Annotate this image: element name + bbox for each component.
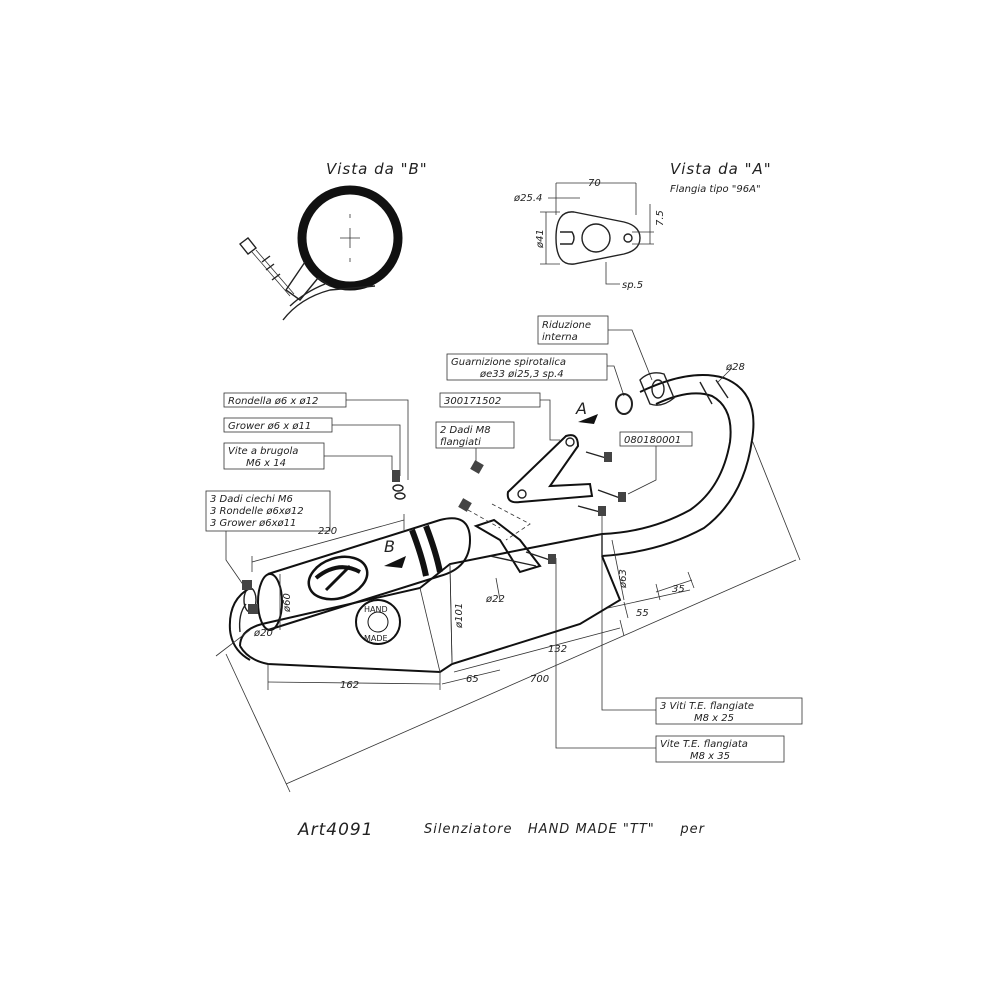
flange-dim-75: 7.5 [655, 210, 666, 226]
callout-vite-line1: Vite a brugola [228, 446, 298, 457]
dim-700: 700 [530, 674, 549, 685]
callout-guarnizione [446, 353, 608, 381]
dim-d20: ø20 [253, 628, 273, 639]
callout-ciechi-line2: 3 Rondelle ø6xø12 [210, 506, 304, 517]
flange-dim-41: ø41 [535, 229, 546, 249]
callout-dadi-line2: flangiati [440, 437, 481, 448]
dim-d63: ø63 [618, 569, 629, 589]
callout-guarnizione-line2: øe33 øi25,3 sp.4 [479, 369, 564, 380]
callout-dadi [435, 421, 515, 449]
callout-vite-te-line1: Vite T.E. flangiata [660, 739, 748, 750]
callout-vite-line2: M6 x 14 [246, 458, 286, 469]
callout-guarnizione-line1: Guarnizione spirotalica [451, 357, 566, 368]
badge-line1: HAND [364, 605, 388, 614]
view-a-title: Vista da "A" [670, 160, 772, 178]
view-a-group: Vista da "A" Flangia tipo "96A" 70 ø25.4… [513, 160, 772, 291]
callout-code-1-text: 300171502 [444, 396, 501, 407]
hand-made-badge [355, 599, 401, 645]
dim-d101: ø101 [454, 603, 465, 629]
callout-vite-te-line2: M8 x 35 [690, 751, 730, 762]
article-description: Silenziatore HAND MADE "TT" per [424, 822, 706, 837]
callout-grower-text: Grower ø6 x ø11 [228, 421, 311, 432]
dim-220: 220 [318, 526, 337, 537]
tailpipe [228, 587, 251, 661]
dim-35: 35 [672, 584, 685, 595]
marker-b: B [384, 537, 395, 556]
dim-d28: ø28 [725, 362, 745, 373]
callout-ciechi-line3: 3 Grower ø6xø11 [210, 518, 296, 529]
callout-ciechi-line1: 3 Dadi ciechi M6 [210, 494, 293, 505]
callout-riduzione-line1: Riduzione [542, 320, 591, 331]
header-pipe-inner [601, 392, 732, 535]
fasteners [242, 451, 626, 614]
flange-thickness: sp.5 [622, 280, 643, 291]
dim-55: 55 [636, 608, 649, 619]
dim-132: 132 [548, 644, 567, 655]
header-pipe-outer [601, 374, 755, 557]
view-b-title: Vista da "B" [326, 160, 428, 178]
callout-rondella-text: Rondella ø6 x ø12 [228, 396, 318, 407]
gasket-ring [615, 393, 633, 415]
callouts-bottom: 3 Viti T.E. flangiate M8 x 25 Vite T.E. … [555, 512, 803, 763]
chamber-lower-edge [239, 555, 622, 674]
flange-bore [581, 223, 611, 253]
callout-vite-te [655, 735, 785, 763]
callout-viti-te-line1: 3 Viti T.E. flangiate [660, 701, 754, 712]
callout-riduzione-line2: interna [542, 332, 578, 343]
hanger-bracket [506, 434, 594, 504]
flange-plate [555, 211, 641, 265]
flange-dim-25: ø25.4 [513, 193, 542, 204]
dimension-lines: ø28 220 ø60 ø20 ø22 ø101 ø63 35 55 [215, 362, 801, 793]
dim-d60: ø60 [282, 593, 293, 613]
callout-dadi-line1: 2 Dadi M8 [440, 425, 491, 436]
callout-viti-te [655, 697, 803, 725]
dim-162: 162 [340, 680, 359, 691]
callout-code-2-text: 080180001 [624, 435, 681, 446]
footer: Art4091 Silenziatore HAND MADE "TT" per [297, 820, 706, 840]
silencer-bracket [473, 518, 542, 574]
badge-line2: MADE [364, 634, 388, 643]
callout-dadi-ciechi [205, 490, 331, 532]
callout-viti-te-line2: M8 x 25 [694, 713, 734, 724]
tt-logo-oval [307, 555, 369, 601]
article-number: Art4091 [297, 820, 374, 840]
callouts-right: Riduzione interna Guarnizione spirotalic… [435, 315, 693, 495]
exhaust-assembly: HAND MADE A B [228, 372, 755, 674]
marker-a: A [575, 399, 587, 418]
silencer-can [267, 517, 472, 631]
silencer-end-cap [257, 573, 283, 631]
callouts-left: Rondella ø6 x ø12 Grower ø6 x ø11 Vite a… [205, 392, 409, 587]
dim-d22: ø22 [485, 594, 505, 605]
flange-type-label: Flangia tipo "96A" [670, 184, 761, 195]
clamp-ring [297, 185, 403, 291]
dim-65: 65 [466, 674, 479, 685]
view-b-group: Vista da "B" [239, 160, 428, 321]
flange-dim-70: 70 [588, 178, 601, 189]
